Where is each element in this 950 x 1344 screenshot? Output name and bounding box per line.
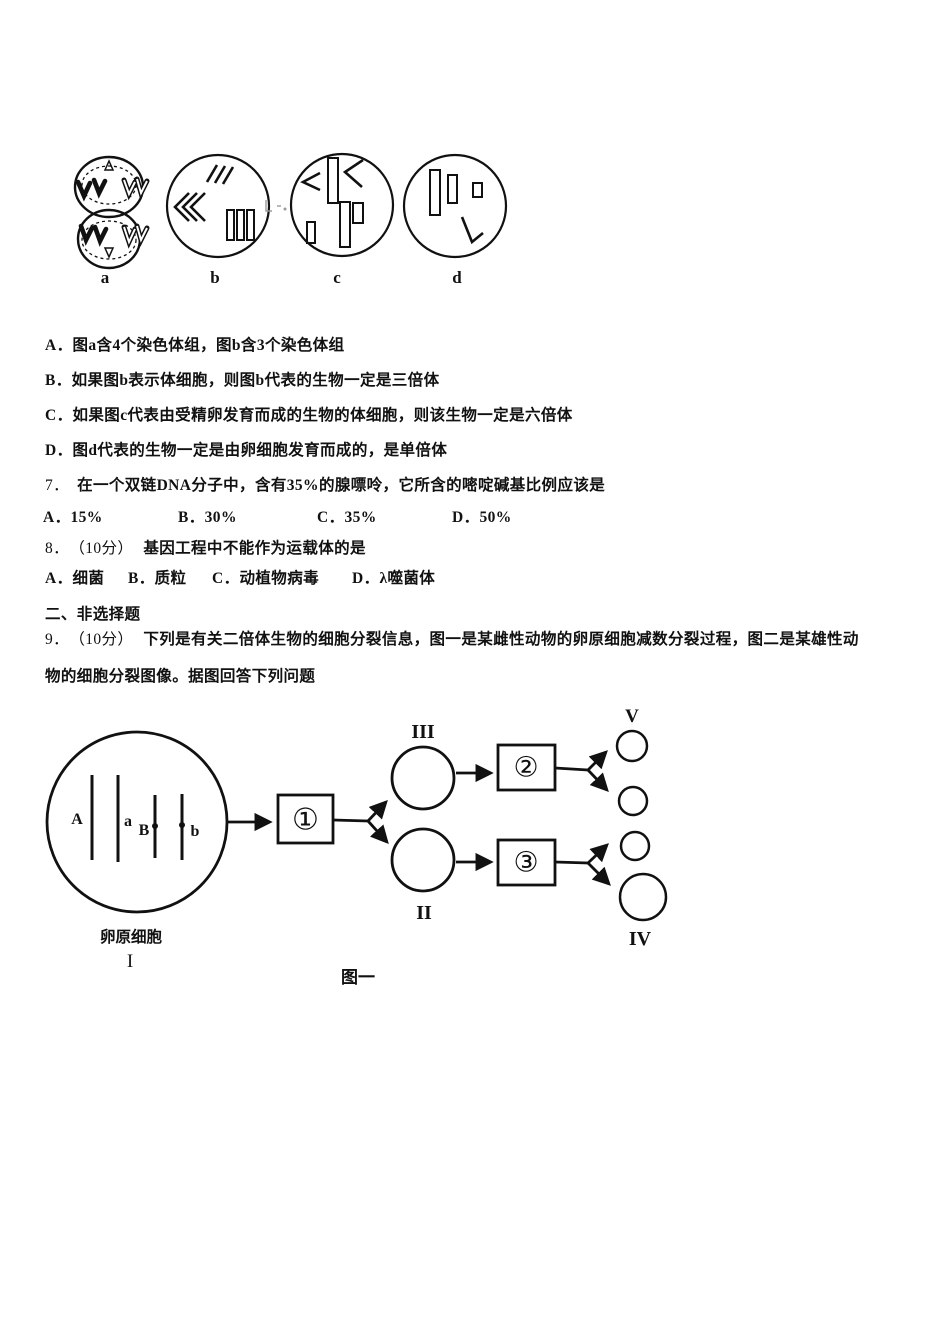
process-box-2 [496, 743, 557, 792]
cell-d-diagram [402, 153, 508, 259]
figure1-caption: 图一 [341, 968, 375, 987]
q8-option-b: B．质粒 [128, 570, 187, 587]
cell-c-label: c [333, 268, 341, 287]
cell-b-diagram [165, 153, 271, 259]
chromosome-label-A: A [71, 811, 83, 828]
q9-text-line1: 下列是有关二倍体生物的细胞分裂信息，图一是某雌性动物的卵原细胞减数分裂过程，图二… [143, 631, 859, 648]
cell-II [390, 827, 456, 893]
process-box-1-label: ① [292, 804, 319, 837]
oogonium-cell [45, 730, 229, 914]
dark-chromosomes [75, 177, 109, 247]
numeral-IV: IV [629, 928, 652, 950]
section2-title: 二、非选择题 [45, 606, 141, 623]
q9-number: 9． [45, 631, 70, 648]
numeral-V: V [625, 706, 639, 727]
q9-stem-line2: 物的细胞分裂图像。据图回答下列问题 [45, 668, 316, 685]
q6-option-d: D．图d代表的生物一定是由卵细胞发育而成的，是单倍体 [45, 442, 448, 459]
q7-option-d: D．50% [452, 509, 512, 526]
scan-artifact [265, 200, 287, 212]
q7-text: 在一个双链DNA分子中，含有35%的腺嘌呤，它所含的嘧啶碱基比例应该是 [77, 477, 606, 494]
q6-option-c: C．如果图c代表由受精卵发育而成的生物的体细胞，则该生物一定是六倍体 [45, 407, 573, 424]
branch-3 [554, 843, 611, 886]
q8-option-d: D．λ噬菌体 [352, 570, 436, 587]
cell-b-label: b [210, 268, 219, 287]
figure1-diagram: A a B b 卵原细胞 I ① III II ② V [45, 706, 668, 987]
q7-option-b: B．30% [178, 509, 237, 526]
q6-option-b: B．如果图b表示体细胞，则图b代表的生物一定是三倍体 [45, 372, 440, 389]
q7-stem: 7． 在一个双链DNA分子中，含有35%的腺嘌呤，它所含的嘧啶碱基比例应该是 [45, 477, 605, 494]
q6-option-a: A．图a含4个染色体组，图b含3个染色体组 [45, 337, 345, 354]
hollow-chromosomes [121, 176, 150, 249]
q9-stem-line1: 9． （10分） 下列是有关二倍体生物的细胞分裂信息，图一是某雌性动物的卵原细胞减数… [45, 631, 859, 648]
branch-2 [554, 750, 609, 792]
q7-number: 7． [45, 477, 70, 494]
q8-number: 8． [45, 540, 70, 557]
process-box-2-label: ② [513, 753, 538, 784]
q8-text: 基因工程中不能作为运载体的是 [143, 540, 366, 557]
q8-option-a: A．细菌 [45, 570, 105, 587]
centriole-icon [103, 159, 115, 171]
centriole-icon [103, 247, 115, 259]
cell-IV [618, 872, 668, 922]
centromere-dot [179, 822, 185, 828]
numeral-I: I [127, 951, 133, 972]
q7-option-a: A．15% [43, 509, 103, 526]
cells-figure: a b c d [73, 152, 508, 287]
cell-a-label: a [101, 268, 110, 287]
cell-small-2 [619, 830, 651, 862]
q8-option-c: C．动植物病毒 [212, 570, 319, 587]
process-box-1 [276, 793, 335, 845]
q8-stem: 8． （10分） 基因工程中不能作为运载体的是 [45, 540, 366, 557]
numeral-II: II [416, 902, 432, 924]
oogonium-label: 卵原细胞 [100, 927, 163, 946]
cell-III [390, 745, 456, 811]
chromosome-label-B: B [139, 822, 150, 839]
centromere-dot [152, 823, 158, 829]
chromosome-label-a: a [124, 813, 132, 830]
q8-score: （10分） [77, 540, 134, 557]
chromosome-label-b: b [191, 823, 200, 840]
cell-a-diagram [73, 155, 150, 270]
q7-option-c: C．35% [317, 509, 377, 526]
cell-V [615, 729, 649, 763]
cell-small-1 [617, 785, 649, 817]
cell-c-diagram [289, 152, 395, 258]
branch-1 [332, 800, 389, 845]
numeral-III: III [411, 721, 435, 743]
process-box-3-label: ③ [513, 848, 538, 879]
cell-d-label: d [452, 268, 462, 287]
q9-score: （10分） [77, 631, 134, 648]
